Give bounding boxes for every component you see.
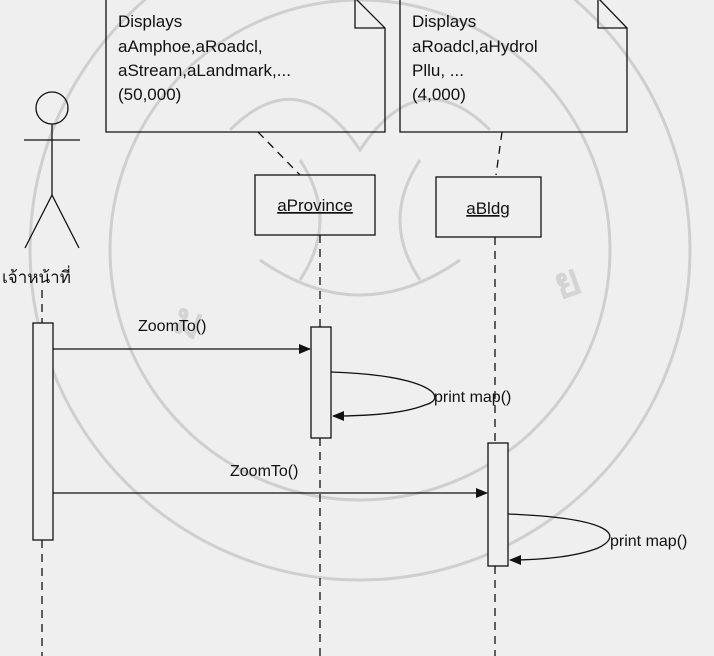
note-line: (50,000) [118, 85, 181, 104]
note-line: (4,000) [412, 85, 466, 104]
note-anchor-line [496, 132, 502, 175]
note-scale-4000: Displays aRoadcl,aHydrol Pllu, ... (4,00… [400, 0, 627, 132]
note-line: aRoadcl,aHydrol [412, 37, 538, 56]
note-line: Displays [118, 12, 182, 31]
object-label: aBldg [466, 199, 509, 218]
object-abldg: aBldg [436, 177, 541, 237]
message-label: print map() [434, 389, 511, 406]
actor-officer: เจ้าหน้าที่ [2, 92, 80, 287]
message-label: ZoomTo() [138, 318, 206, 335]
note-anchor-line [258, 132, 300, 175]
object-label: aProvince [277, 196, 353, 215]
note-scale-50000: Displays aAmphoe,aRoadcl, aStream,aLandm… [106, 0, 385, 132]
activation-aprovince [311, 327, 331, 438]
message-label: print map() [610, 533, 687, 550]
svg-text:ย: ย [547, 255, 588, 310]
note-line: Displays [412, 12, 476, 31]
message-label: ZoomTo() [230, 463, 298, 480]
note-line: aAmphoe,aRoadcl, [118, 37, 263, 56]
object-aprovince: aProvince [255, 175, 375, 235]
activation-actor [33, 323, 53, 540]
actor-label: เจ้าหน้าที่ [2, 265, 71, 287]
self-call-arrow [331, 372, 435, 416]
note-line: aStream,aLandmark,... [118, 61, 291, 80]
activation-abldg [488, 443, 508, 566]
note-line: Pllu, ... [412, 61, 464, 80]
